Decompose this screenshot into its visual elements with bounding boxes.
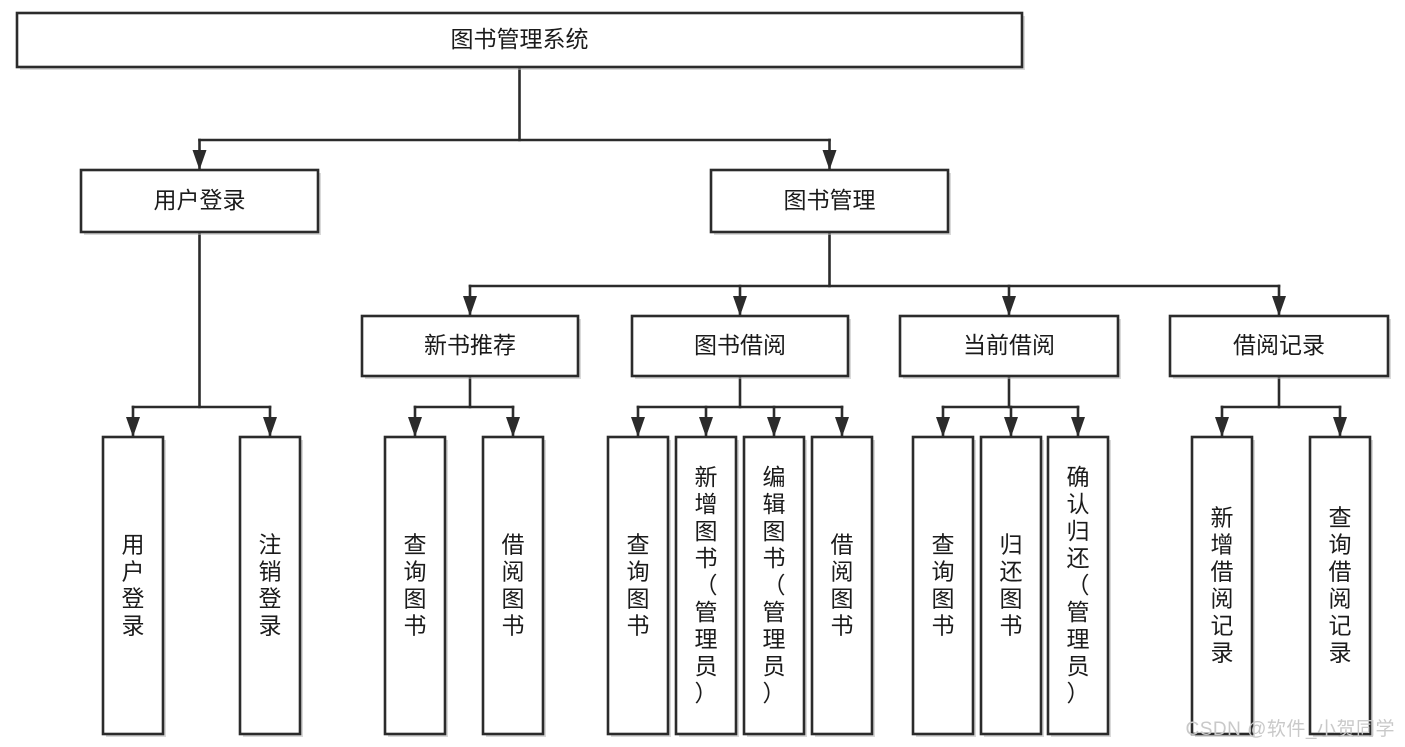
- arrow-head-icon: [1272, 296, 1286, 316]
- node-box[interactable]: [898, 314, 1120, 378]
- arrow-head-icon: [463, 296, 477, 316]
- node-box[interactable]: [1046, 435, 1110, 736]
- node-leaf-cb-query[interactable]: 查询图书: [911, 435, 976, 737]
- node-label: 用户登录: [122, 532, 145, 639]
- node-box[interactable]: [79, 168, 320, 234]
- node-label: 注销登录: [259, 532, 282, 639]
- node-label: 查询图书: [932, 532, 955, 639]
- node-leaf-user-logout[interactable]: 注销登录: [238, 435, 303, 737]
- node-box[interactable]: [911, 435, 975, 736]
- node-box[interactable]: [15, 11, 1024, 69]
- arrow-head-icon: [822, 150, 837, 170]
- arrow-head-icon: [263, 417, 277, 437]
- arrow-head-icon: [126, 417, 140, 437]
- node-box[interactable]: [742, 435, 806, 736]
- node-label: 查询借阅记录: [1329, 505, 1352, 666]
- node-leaf-cb-confirm[interactable]: 确认归还（管理员）: [1046, 435, 1111, 737]
- node-leaf-bb-borrow[interactable]: 借阅图书: [810, 435, 875, 737]
- arrow-head-icon: [1215, 417, 1229, 437]
- node-box[interactable]: [979, 435, 1043, 736]
- arrow-head-icon: [767, 417, 781, 437]
- arrow-head-icon: [733, 296, 747, 316]
- node-box[interactable]: [481, 435, 545, 736]
- arrow-head-icon: [936, 417, 950, 437]
- node-box[interactable]: [810, 435, 874, 736]
- node-label: 当前借阅: [963, 332, 1055, 358]
- node-leaf-nb-borrow[interactable]: 借阅图书: [481, 435, 546, 737]
- arrow-head-icon: [1333, 417, 1347, 437]
- node-current-borrow[interactable]: 当前借阅: [898, 314, 1121, 379]
- arrow-head-icon: [506, 417, 520, 437]
- node-borrow-record[interactable]: 借阅记录: [1168, 314, 1391, 379]
- node-label: 新增借阅记录: [1211, 505, 1234, 666]
- node-box[interactable]: [1190, 435, 1254, 736]
- arrow-head-icon: [631, 417, 645, 437]
- node-label: 用户登录: [154, 187, 246, 213]
- node-leaf-user-login[interactable]: 用户登录: [101, 435, 166, 737]
- node-book-manage[interactable]: 图书管理: [709, 168, 951, 235]
- node-label: 新书推荐: [424, 332, 516, 358]
- node-leaf-cb-return[interactable]: 归还图书: [979, 435, 1044, 737]
- node-leaf-nb-query[interactable]: 查询图书: [383, 435, 448, 737]
- node-leaf-br-add[interactable]: 新增借阅记录: [1190, 435, 1255, 737]
- node-label: 新增图书（管理员）: [695, 464, 718, 706]
- node-label: 确认归还（管理员）: [1067, 464, 1090, 706]
- node-leaf-bb-edit[interactable]: 编辑图书（管理员）: [742, 435, 807, 737]
- node-label: 借阅图书: [502, 532, 525, 639]
- node-box[interactable]: [101, 435, 165, 736]
- edge-layer: [126, 65, 1347, 439]
- node-label: 图书管理: [784, 187, 876, 213]
- node-label: 查询图书: [404, 532, 427, 639]
- arrow-head-icon: [1071, 417, 1085, 437]
- node-box[interactable]: [360, 314, 580, 378]
- arrow-head-icon: [699, 417, 713, 437]
- node-box[interactable]: [238, 435, 302, 736]
- arrow-head-icon: [1004, 417, 1018, 437]
- node-label: 借阅图书: [831, 532, 854, 639]
- node-label: 图书管理系统: [451, 26, 589, 52]
- node-root[interactable]: 图书管理系统: [15, 11, 1025, 70]
- arrow-head-icon: [1002, 296, 1016, 316]
- node-leaf-bb-add[interactable]: 新增图书（管理员）: [674, 435, 739, 737]
- arrow-head-icon: [408, 417, 422, 437]
- node-new-book-rec[interactable]: 新书推荐: [360, 314, 581, 379]
- node-book-borrow[interactable]: 图书借阅: [630, 314, 851, 379]
- node-box[interactable]: [630, 314, 850, 378]
- arrow-head-icon: [835, 417, 849, 437]
- node-label: 编辑图书（管理员）: [763, 464, 786, 706]
- node-layer: 图书管理系统用户登录图书管理新书推荐图书借阅当前借阅借阅记录用户登录注销登录查询…: [15, 11, 1391, 737]
- node-label: 图书借阅: [694, 332, 786, 358]
- node-box[interactable]: [606, 435, 670, 736]
- node-box[interactable]: [383, 435, 447, 736]
- node-leaf-br-query[interactable]: 查询借阅记录: [1308, 435, 1373, 737]
- node-label: 查询图书: [627, 532, 650, 639]
- node-label: 借阅记录: [1233, 332, 1325, 358]
- node-box[interactable]: [1168, 314, 1390, 378]
- arrow-head-icon: [192, 150, 207, 170]
- node-leaf-bb-query[interactable]: 查询图书: [606, 435, 671, 737]
- node-label: 归还图书: [1000, 532, 1023, 639]
- node-user-login[interactable]: 用户登录: [79, 168, 321, 235]
- node-box[interactable]: [674, 435, 738, 736]
- node-box[interactable]: [1308, 435, 1372, 736]
- node-box[interactable]: [709, 168, 950, 234]
